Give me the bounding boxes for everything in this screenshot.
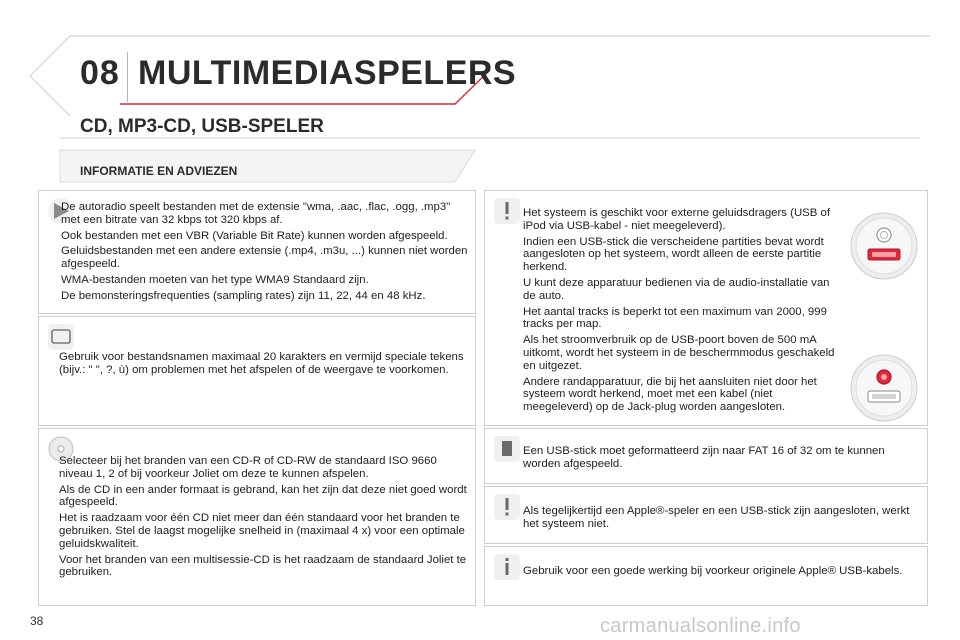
paragraph: Ook bestanden met een VBR (Variable Bit … bbox=[61, 229, 448, 242]
info-box-audio-formats: De autoradio speelt bestanden met de ext… bbox=[38, 190, 476, 314]
paragraph: Indien een USB-stick die verscheidene pa… bbox=[523, 235, 824, 274]
paragraph: Het systeem is geschikt voor externe gel… bbox=[523, 207, 831, 232]
disc-icon bbox=[48, 436, 74, 462]
paragraph: Voor het branden van een multisessie-CD … bbox=[59, 553, 467, 579]
info-box-cd-burning: Selecteer bij het branden van een CD-R o… bbox=[38, 428, 476, 606]
paragraph: Gebruik voor een goede werking bij voork… bbox=[523, 565, 903, 577]
warning-box-usb-devices: Het systeem is geschikt voor externe gel… bbox=[484, 190, 928, 426]
screen-icon bbox=[48, 324, 74, 350]
page-number: 38 bbox=[30, 614, 44, 628]
paragraph: Andere randapparatuur, die bij het aansl… bbox=[523, 375, 817, 414]
play-arrow-icon bbox=[48, 198, 74, 224]
section-title: CD, MP3-CD, USB-SPELER bbox=[80, 116, 324, 137]
usb-port-illustration bbox=[850, 212, 918, 280]
paragraph: U kunt deze apparatuur bedienen via de a… bbox=[523, 276, 830, 302]
paragraph: Als tegelijkertijd een Apple®-speler en … bbox=[523, 505, 910, 530]
subsection-title: INFORMATIE EN ADVIEZEN bbox=[80, 164, 238, 178]
paragraph: Een USB-stick moet geformatteerd zijn na… bbox=[523, 445, 885, 470]
info-box-apple-cables: Gebruik voor een goede werking bij voork… bbox=[484, 546, 928, 606]
paragraph: Selecteer bij het branden van een CD-R o… bbox=[59, 455, 437, 480]
box-text: Als tegelijkertijd een Apple®-speler en … bbox=[523, 505, 923, 534]
info-icon bbox=[494, 554, 520, 580]
box-text: Selecteer bij het branden van een CD-R o… bbox=[59, 455, 469, 582]
warning-icon bbox=[494, 198, 520, 224]
header-divider bbox=[127, 52, 128, 102]
paragraph: Gebruik voor bestandsnamen maximaal 20 k… bbox=[59, 351, 464, 376]
paragraph: Geluidsbestanden met een andere extensie… bbox=[61, 245, 468, 271]
paragraph: Als de CD in een ander formaat is gebran… bbox=[59, 483, 467, 509]
box-text: Gebruik voor een goede werking bij voork… bbox=[523, 565, 923, 581]
notepad-icon bbox=[494, 436, 520, 462]
paragraph: Het is raadzaam voor één CD niet meer da… bbox=[59, 512, 465, 550]
box-text: Het systeem is geschikt voor externe gel… bbox=[523, 207, 841, 417]
warning-box-apple-usb: Als tegelijkertijd een Apple®-speler en … bbox=[484, 486, 928, 544]
info-box-file-names: Gebruik voor bestandsnamen maximaal 20 k… bbox=[38, 316, 476, 426]
box-text: Een USB-stick moet geformatteerd zijn na… bbox=[523, 445, 923, 474]
warning-icon bbox=[494, 494, 520, 520]
paragraph: De bemonsteringsfrequenties (sampling ra… bbox=[61, 289, 426, 302]
box-text: Gebruik voor bestandsnamen maximaal 20 k… bbox=[59, 351, 469, 380]
chapter-title: MULTIMEDIASPELERS bbox=[138, 54, 517, 92]
note-box-usb-format: Een USB-stick moet geformatteerd zijn na… bbox=[484, 428, 928, 484]
chapter-number: 08 bbox=[80, 54, 120, 92]
jack-port-illustration bbox=[850, 354, 918, 422]
paragraph: De autoradio speelt bestanden met de ext… bbox=[61, 201, 451, 226]
box-text: De autoradio speelt bestanden met de ext… bbox=[61, 201, 471, 306]
paragraph: Als het stroomverbruik op de USB-poort b… bbox=[523, 334, 835, 372]
header-decoration bbox=[29, 35, 930, 183]
watermark: carmanualsonline.info bbox=[600, 615, 801, 637]
paragraph: WMA-bestanden moeten van het type WMA9 S… bbox=[61, 273, 369, 286]
paragraph: Het aantal tracks is beperkt tot een max… bbox=[523, 305, 827, 331]
